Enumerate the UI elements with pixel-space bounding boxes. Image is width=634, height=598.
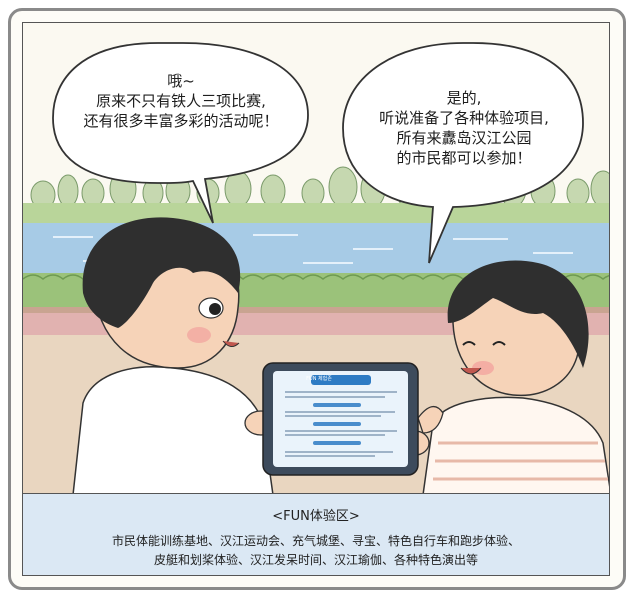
girl-character (400, 260, 609, 493)
caption-line: 市民体能训练基地、汉江运动会、充气城堡、寻宝、特色自行车和跑步体验、 (111, 534, 520, 548)
tablet-screen (273, 371, 408, 467)
park-scene (23, 23, 609, 493)
caption-title: <FUN体验区> (272, 509, 360, 524)
speech-line: 听说准备了各种体验项目, (379, 109, 549, 127)
speech-text-left: 哦~ 原来不只有铁人三项比赛, 还有很多丰富多彩的活动呢！ (58, 71, 304, 131)
caption-line: 皮艇和划桨体验、汉江发呆时间、汉江瑜伽、各种特色演出等 (153, 553, 478, 567)
speech-text-right: 是的, 听说准备了各种体验项目, 所有来纛岛汉江公园 的市民都可以参加！ (349, 88, 579, 168)
speech-line: 的市民都可以参加！ (396, 149, 532, 167)
tablet-device (262, 362, 419, 476)
speech-line: 是的, (446, 89, 482, 107)
boy-character (72, 217, 278, 493)
speech-bubble-left (52, 42, 309, 224)
speech-line: 原来不只有铁人三项比赛, (96, 92, 266, 110)
comic-panel: FUN 체험존 哦~ 原来不只有铁人三项比赛, 还有很多丰富多彩的活动呢！ 是的… (22, 22, 610, 494)
caption-box: <FUN体验区> 市民体能训练基地、汉江运动会、充气城堡、寻宝、特色自行车和跑步… (22, 494, 610, 576)
speech-line: 所有来纛岛汉江公园 (396, 129, 532, 147)
speech-line: 哦~ (167, 72, 195, 90)
tablet-header: FUN 체험존 (306, 376, 332, 382)
speech-line: 还有很多丰富多彩的活动呢！ (83, 112, 279, 130)
speech-bubble-right (342, 42, 584, 264)
